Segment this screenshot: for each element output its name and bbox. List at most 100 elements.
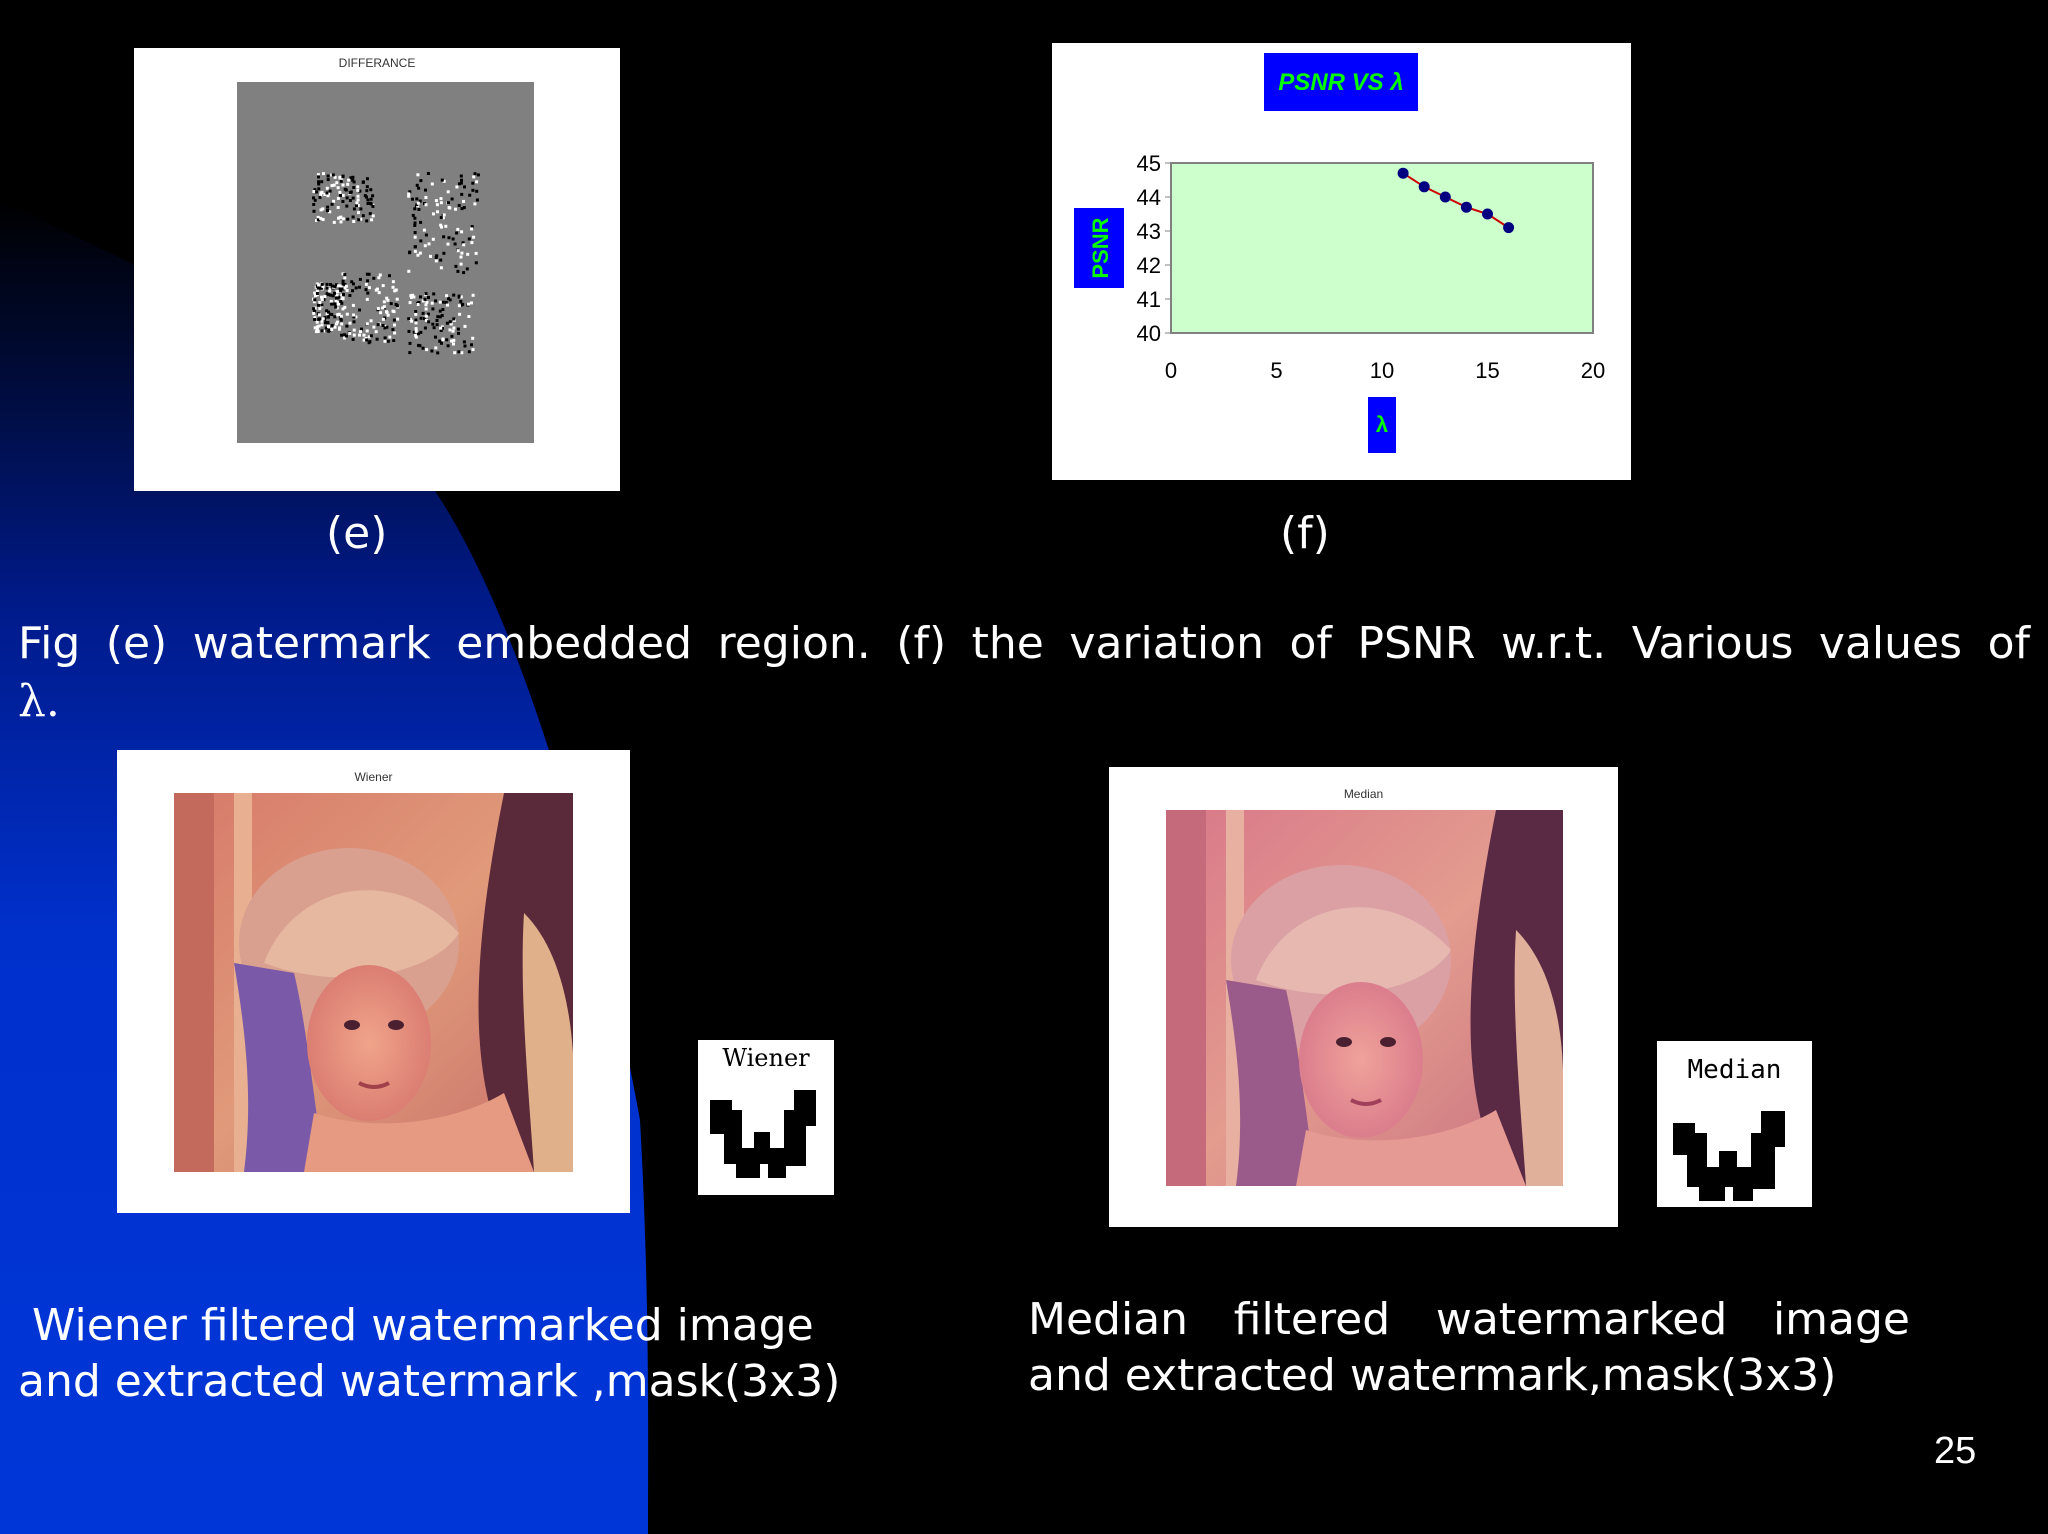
speckle-pixel [395,297,399,301]
speckle-pixel [343,286,347,290]
speckle-pixel [320,303,324,307]
speckle-pixel [361,214,365,218]
speckle-pixel [407,329,411,333]
speckle-pixel [445,338,449,342]
speckle-pixel [470,301,473,305]
speckle-pixel [351,175,355,179]
speckle-pixel [314,330,318,334]
speckle-pixel [459,299,463,303]
speckle-pixel [421,346,425,350]
speckle-pixel [454,264,458,268]
speckle-pixel [352,333,356,337]
speckle-pixel [343,305,347,309]
speckle-pixel [411,197,414,201]
speckle-pixel [391,280,395,284]
speckle-pixel [320,298,324,301]
speckle-pixel [329,283,332,286]
speckle-pixel [440,225,443,229]
speckle-pixel [374,330,378,334]
speckle-pixel [365,338,369,342]
speckle-pixel [462,340,466,344]
speckle-pixel [338,175,342,179]
speckle-pixel [415,183,419,187]
speckle-pixel [344,284,348,288]
speckle-pixel [364,288,368,292]
embedded-region-speckles [312,172,480,355]
speckle-pixel [313,188,317,192]
speckle-pixel [470,227,474,231]
speckle-pixel [325,282,329,286]
speckle-pixel [412,295,416,299]
speckle-pixel [391,285,395,289]
speckle-pixel [431,307,435,311]
speckle-pixel [345,204,349,208]
speckle-pixel [365,272,369,276]
speckle-pixel [431,237,435,241]
speckle-pixel [340,333,344,337]
speckle-pixel [312,307,316,311]
speckle-pixel [365,185,369,189]
speckle-pixel [421,311,425,315]
speckle-pixel [412,330,416,334]
speckle-pixel [418,344,422,348]
speckle-pixel [474,261,478,265]
speckle-pixel [383,326,387,330]
speckle-pixel [346,217,350,221]
speckle-pixel [415,197,419,201]
speckle-pixel [451,329,455,333]
speckle-pixel [446,190,450,194]
speckle-pixel [378,273,382,277]
speckle-pixel [460,351,464,355]
speckle-pixel [458,312,462,316]
speckle-pixel [347,178,351,182]
speckle-pixel [441,300,445,304]
speckle-pixel [472,235,476,239]
speckle-pixel [334,299,338,303]
speckle-pixel [320,323,324,327]
speckle-pixel [457,331,460,335]
portrait-image [1166,810,1563,1186]
speckle-pixel [434,256,438,260]
speckle-pixel [430,301,434,305]
speckle-pixel [431,322,435,326]
speckle-pixel [336,301,340,305]
speckle-pixel [410,295,413,299]
speckle-pixel [439,329,443,332]
speckle-pixel [417,186,421,190]
speckle-pixel [416,303,420,306]
speckle-pixel [320,282,324,286]
median-watermark-box: Median [1657,1041,1812,1207]
speckle-pixel [313,309,316,313]
speckle-pixel [326,321,330,325]
speckle-pixel [341,175,345,179]
data-point [1482,208,1493,220]
speckle-pixel [313,306,317,310]
speckle-pixel [369,197,373,201]
speckle-pixel [341,307,345,311]
speckle-pixel [377,291,381,295]
speckle-pixel [332,220,336,224]
speckle-pixel [440,314,444,317]
x-tick-label: 15 [1475,358,1499,383]
speckle-pixel [408,341,412,345]
speckle-pixel [427,242,431,246]
speckle-pixel [436,210,439,214]
speckle-pixel [331,294,335,298]
speckle-pixel [316,215,320,219]
speckle-pixel [439,216,443,220]
speckle-pixel [358,189,362,193]
speckle-pixel [393,289,397,293]
speckle-pixel [345,324,349,328]
speckle-pixel [383,339,387,343]
speckle-pixel [457,294,461,298]
speckle-pixel [351,337,355,341]
speckle-pixel [358,277,362,281]
speckle-pixel [467,350,471,354]
speckle-pixel [339,300,343,303]
speckle-pixel [392,310,396,314]
speckle-pixel [337,284,341,288]
speckle-pixel [355,204,358,207]
speckle-pixel [315,325,319,329]
speckle-pixel [315,289,319,293]
speckle-pixel [393,331,397,335]
